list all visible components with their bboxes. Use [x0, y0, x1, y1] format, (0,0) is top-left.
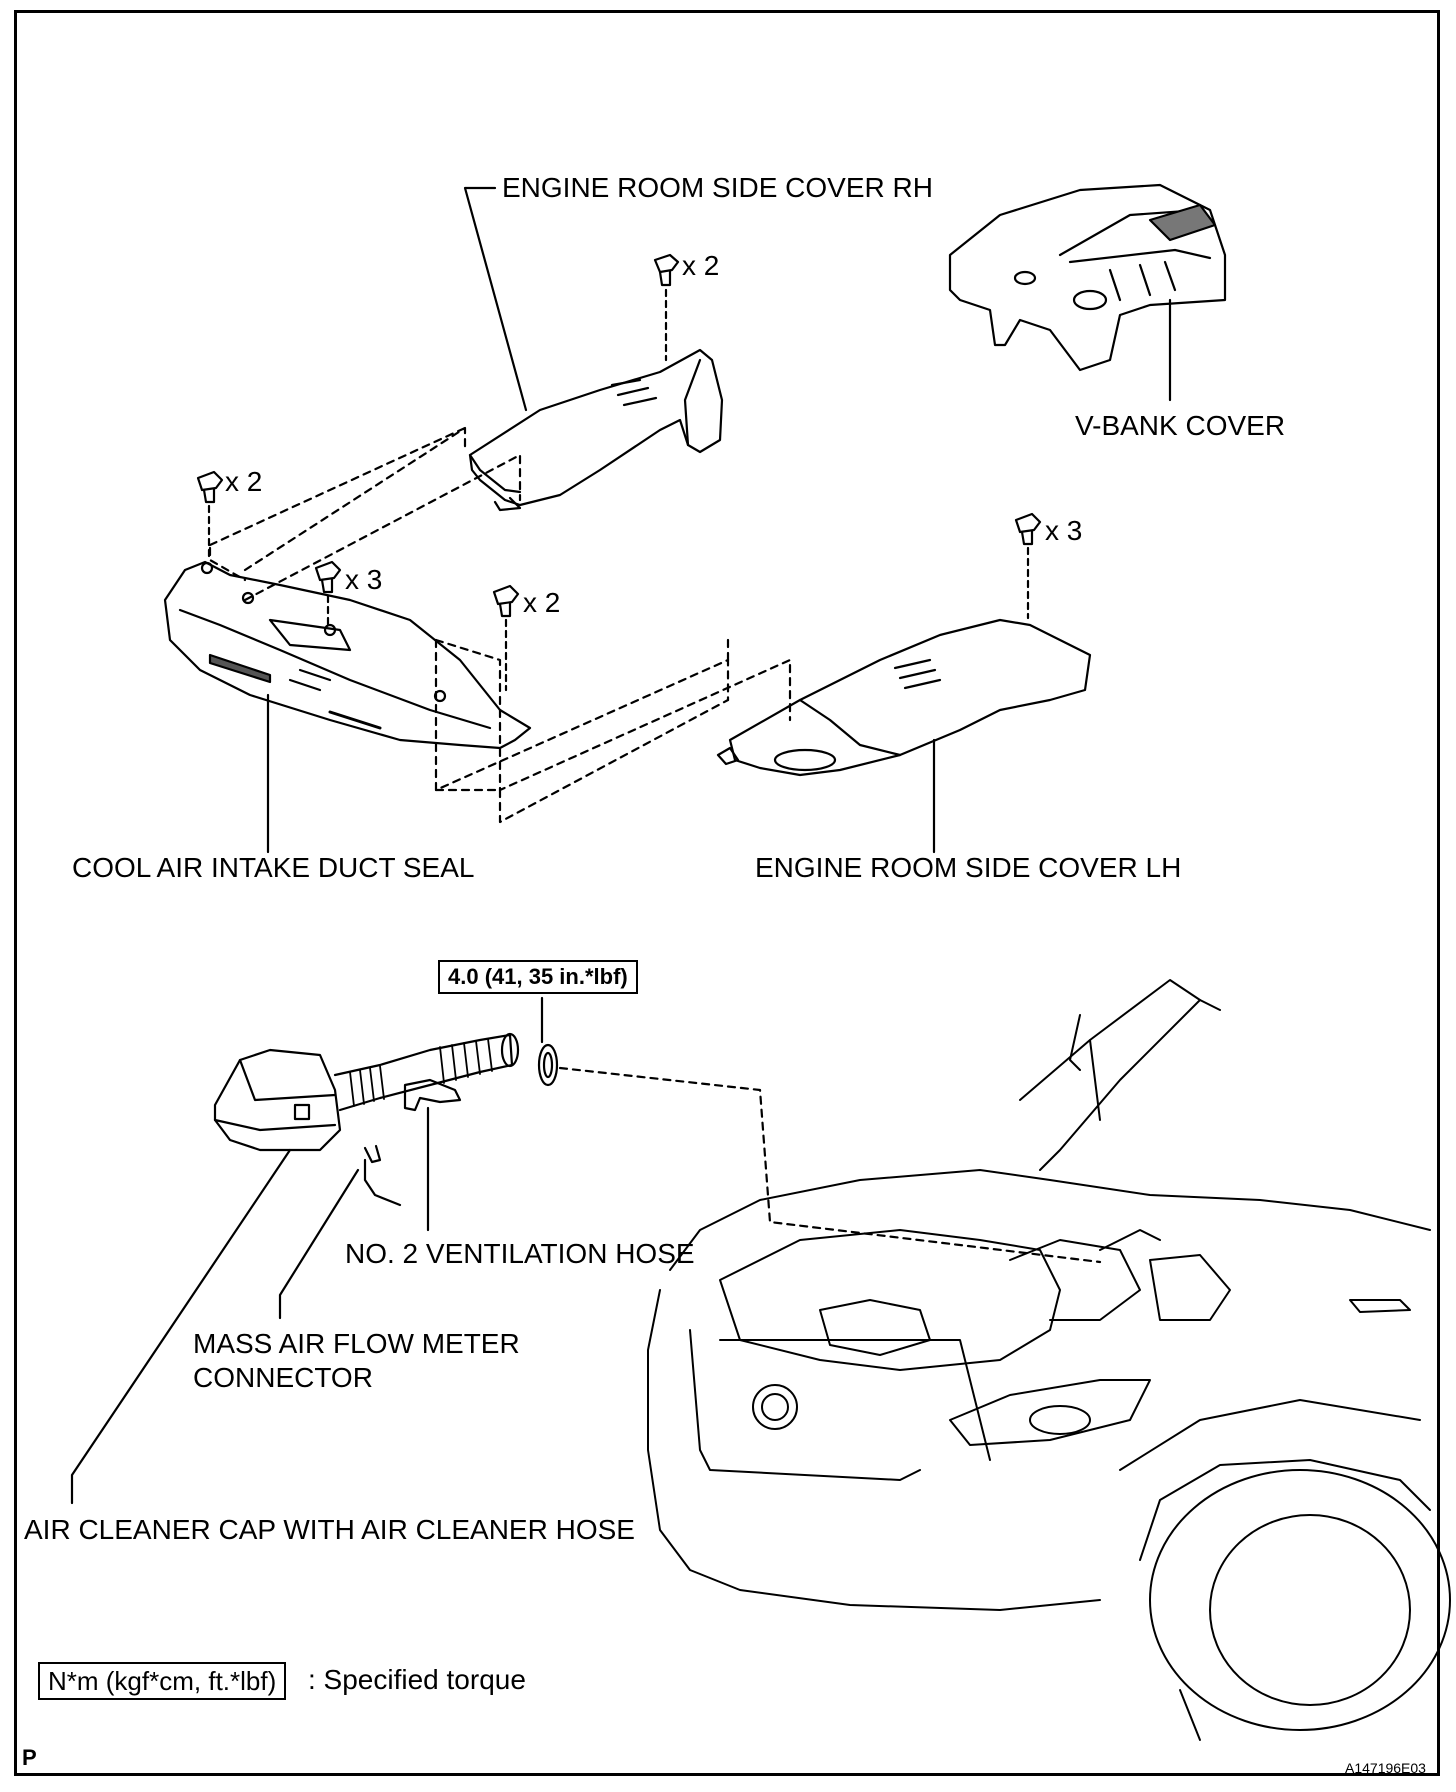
label-cool-air-intake-duct-seal: COOL AIR INTAKE DUCT SEAL — [72, 852, 475, 883]
label-qty-seal-left-clip: x 2 — [225, 466, 263, 497]
leader-rh — [463, 186, 528, 412]
label-maf-connector-line1: MASS AIR FLOW METER — [193, 1328, 520, 1359]
clip-rh-icon — [653, 253, 680, 362]
label-qty-lh-clip: x 3 — [1045, 515, 1083, 546]
engine-room-side-cover-rh-part — [468, 348, 724, 512]
air-cleaner-cap-assembly — [213, 1032, 559, 1207]
label-qty-rh-clip: x 2 — [682, 250, 720, 281]
label-qty-seal-mid-clip: x 3 — [345, 564, 383, 595]
engine-room-side-cover-lh-part — [716, 618, 1092, 777]
label-v-bank-cover: V-BANK COVER — [1075, 410, 1286, 441]
torque-spec-box: 4.0 (41, 35 in.*lbf) — [438, 960, 638, 994]
clip-seal-right-icon — [492, 584, 520, 692]
clip-seal-mid-icon — [314, 560, 342, 630]
cool-air-intake-duct-seal-part — [163, 560, 532, 750]
corner-letter: P — [22, 1745, 37, 1770]
legend-description: : Specified torque — [308, 1664, 526, 1695]
leader-maf-connector — [278, 1168, 360, 1320]
diagram-frame — [14, 10, 1440, 1776]
label-engine-room-side-cover-rh: ENGINE ROOM SIDE COVER RH — [502, 172, 933, 203]
clip-lh-icon — [1014, 512, 1042, 620]
legend-unit-box: N*m (kgf*cm, ft.*lbf) — [38, 1662, 287, 1700]
label-air-cleaner-cap: AIR CLEANER CAP WITH AIR CLEANER HOSE — [24, 1514, 635, 1545]
vehicle-front-drawing — [647, 979, 1451, 1741]
leader-air-cleaner-cap — [70, 1148, 292, 1505]
label-engine-room-side-cover-lh: ENGINE ROOM SIDE COVER LH — [755, 852, 1182, 883]
label-qty-seal-right-clip: x 2 — [523, 587, 561, 618]
label-no2-ventilation-hose: NO. 2 VENTILATION HOSE — [345, 1238, 695, 1269]
v-bank-cover-part — [948, 183, 1227, 372]
install-path-line — [558, 1066, 1102, 1264]
figure-id: A147196E03 — [1345, 1760, 1426, 1776]
clip-seal-left-icon — [196, 470, 224, 562]
alignment-lines — [208, 426, 792, 824]
label-maf-connector-line2: CONNECTOR — [193, 1362, 373, 1393]
